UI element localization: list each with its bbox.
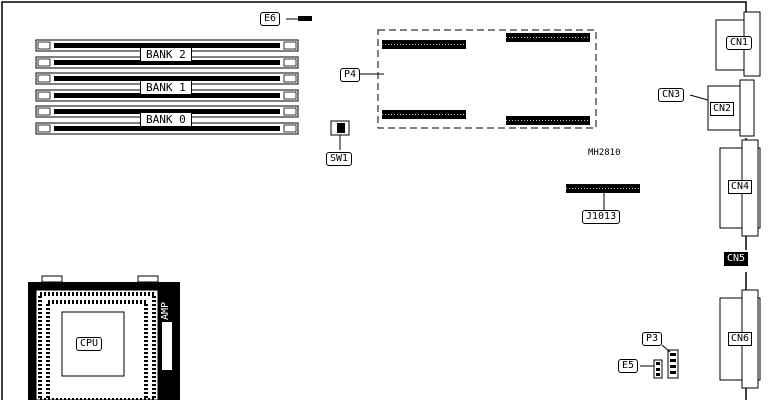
cn2-label: CN2 <box>710 102 735 116</box>
bank-2-label: BANK 2 <box>140 47 192 62</box>
board-model-label: MH2810 <box>588 148 621 158</box>
bank-1-label: BANK 1 <box>140 80 192 95</box>
sw1-label: SW1 <box>326 152 353 166</box>
cn5-label: CN5 <box>724 252 749 266</box>
bank-0-label: BANK 0 <box>140 112 192 127</box>
amp-socket-label: AMP <box>160 301 171 320</box>
header-pin-lines <box>382 37 590 121</box>
cpu-socket <box>28 275 180 400</box>
p4-area <box>377 29 597 129</box>
cpu-label: CPU <box>76 337 103 351</box>
cn4-label: CN4 <box>728 180 753 194</box>
p3-header <box>667 349 679 379</box>
p4-headers <box>382 33 590 125</box>
cn1-label: CN1 <box>726 36 753 50</box>
p3-label: P3 <box>642 332 663 346</box>
e6-label: E6 <box>260 12 281 26</box>
e5-label: E5 <box>618 359 639 373</box>
p4-label: P4 <box>340 68 361 82</box>
e6-jumper <box>298 16 312 21</box>
j1013-label: J1013 <box>582 210 621 224</box>
cn6-label: CN6 <box>728 332 753 346</box>
cn3-label: CN3 <box>658 88 685 102</box>
